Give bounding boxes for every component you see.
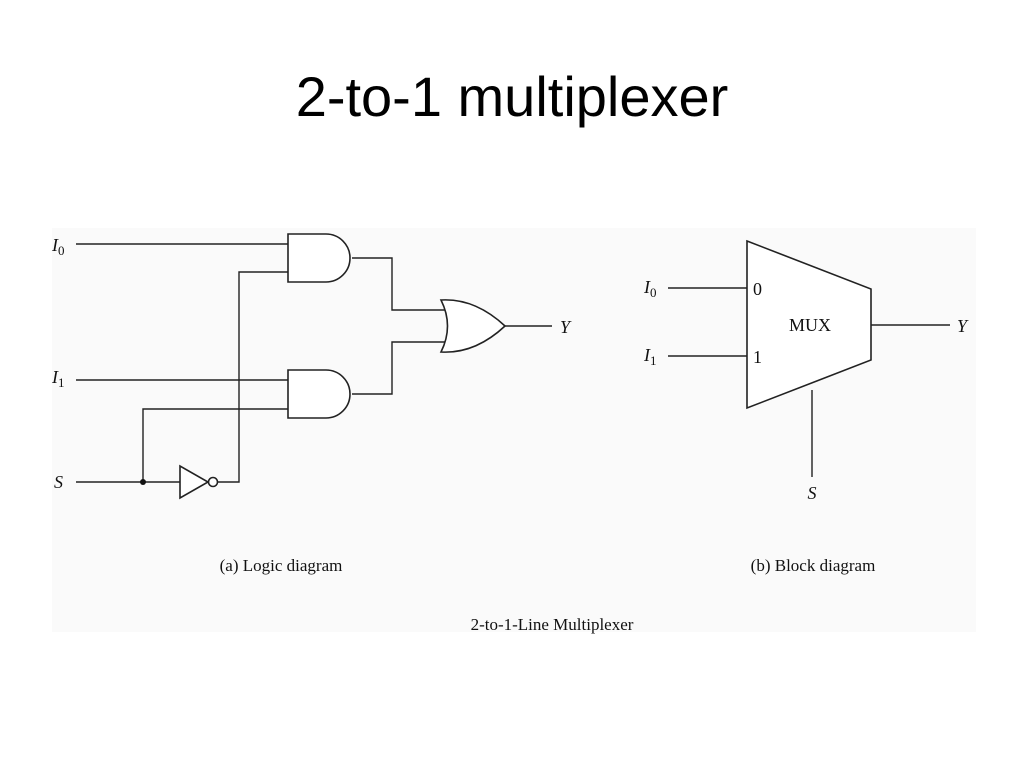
mux-port-0-label: 0 bbox=[753, 279, 762, 299]
block-input-i0-label: I0 bbox=[643, 277, 657, 300]
logic-diagram-caption: (a) Logic diagram bbox=[220, 556, 343, 575]
block-select-label: S bbox=[808, 483, 817, 503]
and-gate-1 bbox=[287, 233, 351, 283]
select-junction-dot bbox=[140, 479, 146, 485]
not-gate bbox=[179, 464, 210, 500]
logic-input-i1-label: I1 bbox=[51, 367, 65, 390]
wire-s-to-and2 bbox=[142, 408, 288, 482]
and-gate-2 bbox=[287, 369, 351, 419]
wire-and1-to-or bbox=[352, 257, 446, 311]
figure-caption: 2-to-1-Line Multiplexer bbox=[471, 615, 634, 634]
logic-input-i0-label: I0 bbox=[51, 235, 65, 258]
slide-title: 2-to-1 multiplexer bbox=[295, 65, 729, 128]
not-gate-bubble bbox=[207, 476, 219, 488]
block-output-label: Y bbox=[957, 316, 969, 336]
mux-block bbox=[746, 239, 872, 410]
mux-block-label: MUX bbox=[789, 315, 831, 335]
block-input-i1-label: I1 bbox=[643, 345, 657, 368]
logic-diagram: I0 I1 S Y (a) Logic diagram bbox=[51, 233, 572, 575]
logic-select-label: S bbox=[54, 472, 63, 492]
block-diagram: I0 I1 0 1 MUX Y S (b) Block diagram bbox=[643, 239, 969, 575]
wire-not-s-to-and1 bbox=[218, 271, 288, 483]
wire-and2-to-or bbox=[352, 341, 446, 395]
or-gate bbox=[439, 299, 507, 353]
block-diagram-caption: (b) Block diagram bbox=[751, 556, 876, 575]
logic-output-label: Y bbox=[560, 317, 572, 337]
mux-port-1-label: 1 bbox=[753, 347, 762, 367]
